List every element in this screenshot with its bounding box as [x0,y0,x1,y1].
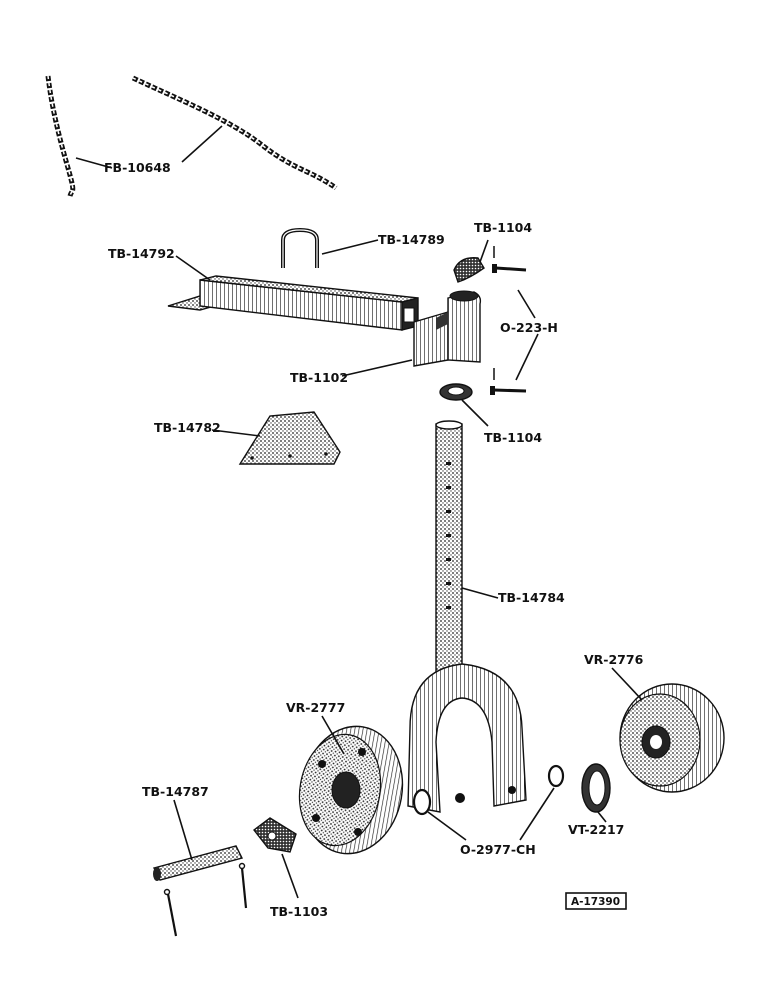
drawing-number-box [565,892,627,910]
leader-tb1104-bottom [461,399,489,427]
cotter-pin-left [163,888,178,937]
drawing-number: A-17390 [571,896,620,908]
chain-short [45,75,76,197]
leader-tb14787 [173,799,193,861]
leader-vr2776 [611,667,643,701]
label-tb1102: TB-1102 [290,370,348,385]
label-tb1103: TB-1103 [270,904,328,919]
leader-vt2217 [597,811,607,823]
label-tb1104-top: TB-1104 [474,220,532,235]
side-plate [238,411,341,465]
leader-vr2777 [321,715,345,755]
leader-fb10648-long [181,125,223,163]
collar-half-top [453,257,485,283]
washer-large [581,763,611,813]
leader-o223h-lower [515,333,539,381]
beam-tube [167,275,419,331]
standard-fork [407,420,527,813]
swivel-bracket [413,290,482,367]
bolt-lower [490,368,527,395]
label-tb14787: TB-14787 [142,784,209,799]
leader-tb1103 [281,853,299,899]
leader-o2977ch-right [519,787,555,841]
leader-tb1104-top [479,239,489,263]
u-bolt [281,227,319,268]
label-vt2217: VT-2217 [568,822,624,837]
wheel-left [298,725,404,855]
collar-ring-bottom [439,383,473,401]
label-o2977ch: O-2977-CH [460,842,536,857]
label-tb14792: TB-14792 [108,246,175,261]
leader-o223h-upper [517,289,536,319]
cotter-pin-right [238,862,248,909]
washer-small-right [547,764,565,788]
label-tb14782: TB-14782 [154,420,221,435]
leader-o2977ch-left [427,811,467,841]
leader-tb14784 [461,587,499,599]
label-vr2776: VR-2776 [584,652,644,667]
leader-tb14792 [175,255,211,281]
axle-bolt [152,845,244,881]
label-tb14789: TB-14789 [378,232,445,247]
wheel-right [619,683,725,793]
label-fb10648: FB-10648 [104,160,171,175]
label-vr2777: VR-2777 [286,700,345,715]
label-tb1104-bottom: TB-1104 [484,430,542,445]
washer-small-left [412,788,432,816]
bolt-upper [492,246,527,273]
wheel-clamp [253,817,297,853]
leader-fb10648-short [75,157,113,169]
label-o223h: O-223-H [500,320,558,335]
label-tb14784: TB-14784 [498,590,565,605]
leader-tb1102 [341,359,413,377]
leader-tb14789 [321,239,379,255]
chain-long [131,75,338,191]
leader-tb14782 [211,429,261,437]
